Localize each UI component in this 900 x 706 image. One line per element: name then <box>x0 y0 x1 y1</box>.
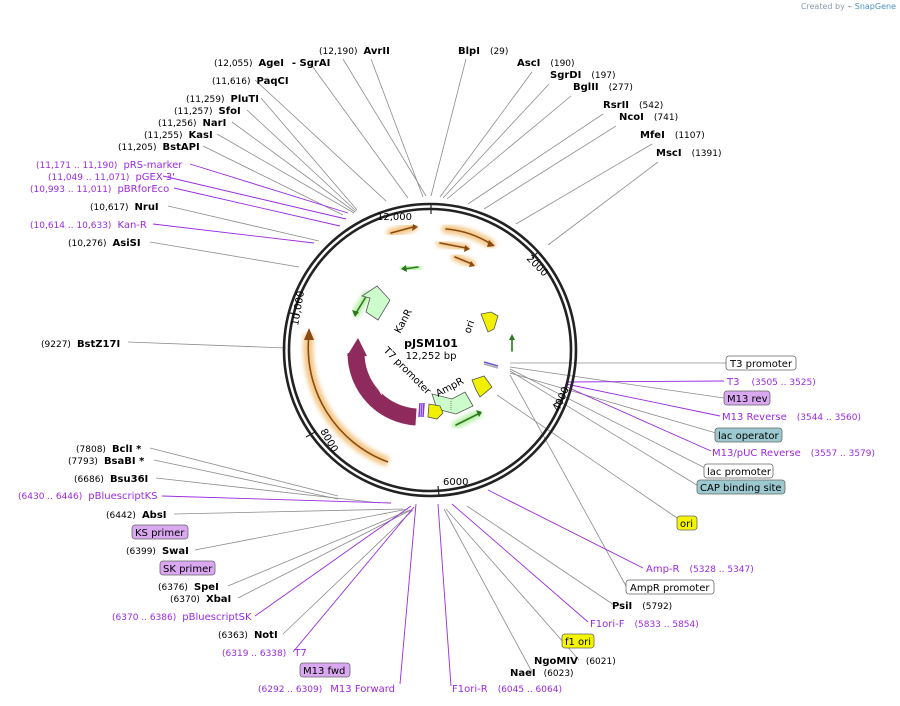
svg-text:lac operator: lac operator <box>718 431 779 442</box>
svg-text:(9227)BstZ17I: (9227)BstZ17I <box>41 339 120 350</box>
svg-text:(6319 .. 6338)T7: (6319 .. 6338)T7 <box>222 648 307 659</box>
box-ori: ori <box>676 515 698 531</box>
plasmid-backbone <box>282 202 578 498</box>
tick-2000: 2000 <box>524 253 550 279</box>
svg-text:(10,617)NruI: (10,617)NruI <box>90 202 159 213</box>
svg-text:(12,055)AgeI- SgrAI: (12,055)AgeI- SgrAI <box>214 58 330 69</box>
feature-connector-lines <box>152 163 725 687</box>
tick-labels: 2000 4000 6000 8000 10,000 12,000 <box>290 212 572 488</box>
boxed-labels: T3 promoter M13 rev lac operator lac pro… <box>131 355 797 678</box>
svg-text:(11,257)SfoI: (11,257)SfoI <box>174 106 241 117</box>
svg-text:Amp-R(5328 .. 5347): Amp-R(5328 .. 5347) <box>646 564 754 575</box>
box-m13-rev: M13 rev <box>723 390 771 406</box>
svg-text:M13 fwd: M13 fwd <box>303 666 345 677</box>
svg-text:KS primer: KS primer <box>135 528 185 539</box>
snapgene-credit: Created by ⌁ SnapGene <box>801 2 896 11</box>
snapgene-logo-icon: ⌁ <box>847 2 853 11</box>
feature-labels: (11,171 .. 11,190)pRS-marker (11,049 .. … <box>18 160 875 695</box>
svg-text:(12,190)AvrII: (12,190)AvrII <box>319 46 390 57</box>
svg-text:NgoMIV(6021): NgoMIV(6021) <box>534 656 616 667</box>
svg-text:(6370 .. 6386)pBluescriptSK: (6370 .. 6386)pBluescriptSK <box>112 612 252 623</box>
svg-text:SgrDI(197): SgrDI(197) <box>550 70 616 81</box>
svg-text:BlpI(29): BlpI(29) <box>458 46 508 57</box>
svg-text:(11,171 .. 11,190)pRS-marker: (11,171 .. 11,190)pRS-marker <box>36 160 183 171</box>
enzyme-labels: (12,190)AvrII BlpI(29) (12,055)AgeI- Sgr… <box>41 46 722 679</box>
svg-text:AmpR promoter: AmpR promoter <box>630 583 710 594</box>
kanr-label: KanR <box>393 307 415 335</box>
svg-text:f1 ori: f1 ori <box>565 637 591 648</box>
box-ks-primer: KS primer <box>131 524 189 540</box>
svg-text:NcoI(741): NcoI(741) <box>619 112 678 123</box>
box-ampr-promoter: AmpR promoter <box>625 579 715 595</box>
ori-label: ori <box>462 319 477 335</box>
tick-12000: 12,000 <box>377 212 412 223</box>
box-lac-operator: lac operator <box>714 427 783 443</box>
svg-text:(10,614 .. 10,633)Kan-R: (10,614 .. 10,633)Kan-R <box>30 220 147 231</box>
svg-text:(6430 .. 6446)pBluescriptKS: (6430 .. 6446)pBluescriptKS <box>18 491 158 502</box>
svg-text:(7793)BsaBI *: (7793)BsaBI * <box>68 456 145 467</box>
svg-text:(10,276)AsiSI: (10,276)AsiSI <box>68 238 141 249</box>
credit-prefix: Created by <box>800 2 845 11</box>
plasmid-name: pJSM101 <box>404 337 458 350</box>
svg-text:T3(3505 .. 3525): T3(3505 .. 3525) <box>726 377 816 388</box>
svg-text:(6376)SpeI: (6376)SpeI <box>158 582 219 593</box>
svg-text:ori: ori <box>680 519 693 530</box>
svg-text:(6686)Bsu36I: (6686)Bsu36I <box>74 474 148 485</box>
svg-text:(11,049 .. 11,071)pGEX 3': (11,049 .. 11,071)pGEX 3' <box>48 172 175 183</box>
svg-text:lac promoter: lac promoter <box>707 467 772 478</box>
svg-text:(6363)NotI: (6363)NotI <box>218 630 278 641</box>
plasmid-length: 12,252 bp <box>406 351 457 362</box>
svg-text:(11,616)PaqCI: (11,616)PaqCI <box>212 76 289 87</box>
svg-text:(7808)BclI *: (7808)BclI * <box>76 444 142 455</box>
svg-text:SK primer: SK primer <box>163 564 213 575</box>
box-t3-promoter: T3 promoter <box>725 355 797 371</box>
svg-text:MfeI(1107): MfeI(1107) <box>640 130 705 141</box>
box-lac-promoter: lac promoter <box>703 463 774 479</box>
svg-text:M13 rev: M13 rev <box>727 394 768 405</box>
credit-brand: SnapGene <box>854 2 896 11</box>
tick-6000: 6000 <box>443 477 468 488</box>
box-f1-ori: f1 ori <box>561 633 595 649</box>
svg-text:CAP binding site: CAP binding site <box>700 483 782 494</box>
tick-10000: 10,000 <box>290 290 307 326</box>
svg-text:NaeI(6023): NaeI(6023) <box>510 668 574 679</box>
svg-text:M13/pUC Reverse(3557 .. 3579): M13/pUC Reverse(3557 .. 3579) <box>712 448 875 459</box>
svg-text:AscI(190): AscI(190) <box>517 58 575 69</box>
svg-text:(6292 .. 6309)M13 Forward: (6292 .. 6309)M13 Forward <box>258 684 395 695</box>
svg-text:(11,259)PluTI: (11,259)PluTI <box>186 94 259 105</box>
svg-text:F1ori-F(5833 .. 5854): F1ori-F(5833 .. 5854) <box>590 619 699 630</box>
svg-text:(11,255)KasI: (11,255)KasI <box>144 130 213 141</box>
connector-lines <box>127 58 726 673</box>
svg-text:RsrII(542): RsrII(542) <box>603 100 663 111</box>
tick-marks <box>289 204 566 497</box>
svg-text:F1ori-R(6045 .. 6064): F1ori-R(6045 .. 6064) <box>452 684 562 695</box>
svg-text:(10,993 .. 11,011)pBRforEco: (10,993 .. 11,011)pBRforEco <box>30 184 169 195</box>
svg-text:(6370)XbaI: (6370)XbaI <box>170 594 231 605</box>
svg-text:M13 Reverse(3544 .. 3560): M13 Reverse(3544 .. 3560) <box>722 412 861 423</box>
svg-text:(11,205)BstAPI: (11,205)BstAPI <box>118 142 200 153</box>
svg-text:T3 promoter: T3 promoter <box>729 359 793 370</box>
svg-text:(11,256)NarI: (11,256)NarI <box>158 118 226 129</box>
svg-text:(6399)SwaI: (6399)SwaI <box>126 546 189 557</box>
interior-labels: pJSM101 12,252 bp KanR ori T7 promoter l… <box>368 307 477 399</box>
box-m13-fwd: M13 fwd <box>299 662 351 678</box>
svg-text:PsiI(5792): PsiI(5792) <box>612 601 672 612</box>
svg-text:MscI(1391): MscI(1391) <box>656 148 722 159</box>
feature-markers <box>303 222 516 467</box>
svg-text:(6442)AbsI: (6442)AbsI <box>106 510 167 521</box>
box-cap-binding-site: CAP binding site <box>696 479 786 495</box>
svg-text:BglII(277): BglII(277) <box>573 82 633 93</box>
box-sk-primer: SK primer <box>159 560 216 576</box>
